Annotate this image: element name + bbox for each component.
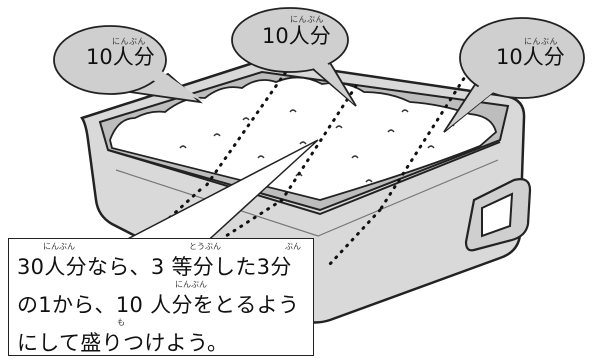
- caption-ruby-mo: も: [117, 318, 125, 327]
- caption-ruby-ninbun-1: にんぶん: [43, 242, 75, 251]
- caption-ruby-ninbun-2: にんぶん: [175, 280, 207, 289]
- bubble-right: [443, 17, 585, 133]
- bubble-center-label: 10人分: [262, 24, 331, 48]
- caption-ruby-toubun: とうぶん: [189, 242, 221, 251]
- caption-line-3: にして盛りつけよう。: [17, 331, 229, 355]
- bubble-left: [53, 25, 205, 104]
- bubble-center: [231, 7, 357, 107]
- caption-box: にんぶん とうぶん ぶん 30人分なら、3 等分した3分 にんぶん の1から、1…: [8, 238, 314, 356]
- caption-ruby-bun: ぶん: [285, 242, 301, 251]
- bubble-right-label: 10人分: [496, 45, 565, 69]
- bubble-center-ruby: にんぶん: [290, 15, 324, 24]
- bubble-left-label: 10人分: [86, 45, 155, 69]
- bubble-right-ruby: にんぶん: [524, 37, 558, 46]
- caption-line-1: 30人分なら、3 等分した3分: [17, 255, 292, 279]
- caption-line-2: の1から、10 人分をとるよう: [17, 293, 300, 317]
- bubble-left-ruby: にんぶん: [112, 37, 146, 46]
